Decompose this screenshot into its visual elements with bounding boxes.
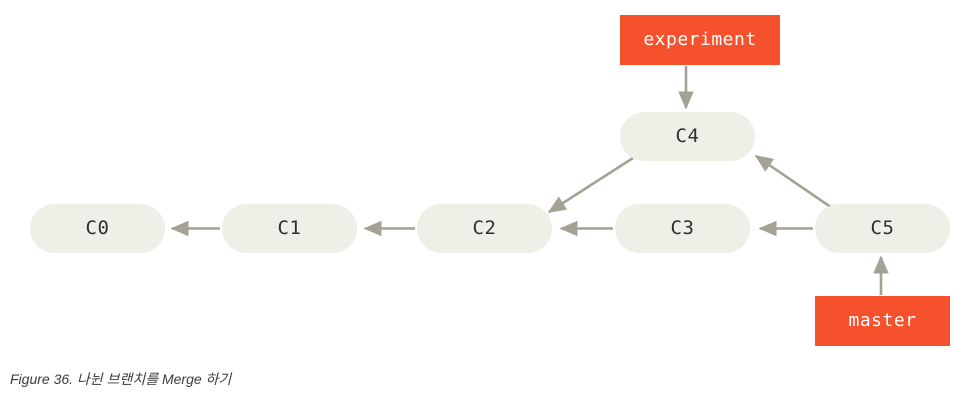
commit-node-c2[interactable]: C2 (417, 204, 552, 253)
commit-label: C3 (670, 217, 695, 239)
commit-node-c5[interactable]: C5 (815, 204, 950, 253)
branch-box-experiment[interactable]: experiment (620, 15, 780, 65)
branch-box-master[interactable]: master (815, 296, 950, 346)
commit-node-c4[interactable]: C4 (620, 112, 755, 161)
branch-label: master (848, 310, 917, 331)
commit-label: C4 (675, 125, 700, 147)
edge-c4-to-c2 (547, 156, 634, 214)
git-commit-graph: C0 C1 C2 C3 C4 C5 experiment master (30, 15, 950, 346)
commit-label: C1 (277, 217, 302, 239)
commit-label: C5 (870, 217, 895, 239)
branch-label: experiment (643, 29, 757, 50)
commit-label: C2 (472, 217, 497, 239)
commit-node-c1[interactable]: C1 (222, 204, 357, 253)
edge-c5-to-c4 (754, 154, 839, 214)
commit-node-c3[interactable]: C3 (615, 204, 750, 253)
figure-caption: Figure 36. 나뉜 브랜치를 Merge 하기 (10, 371, 232, 387)
commit-node-c0[interactable]: C0 (30, 204, 165, 253)
commit-label: C0 (85, 217, 110, 239)
